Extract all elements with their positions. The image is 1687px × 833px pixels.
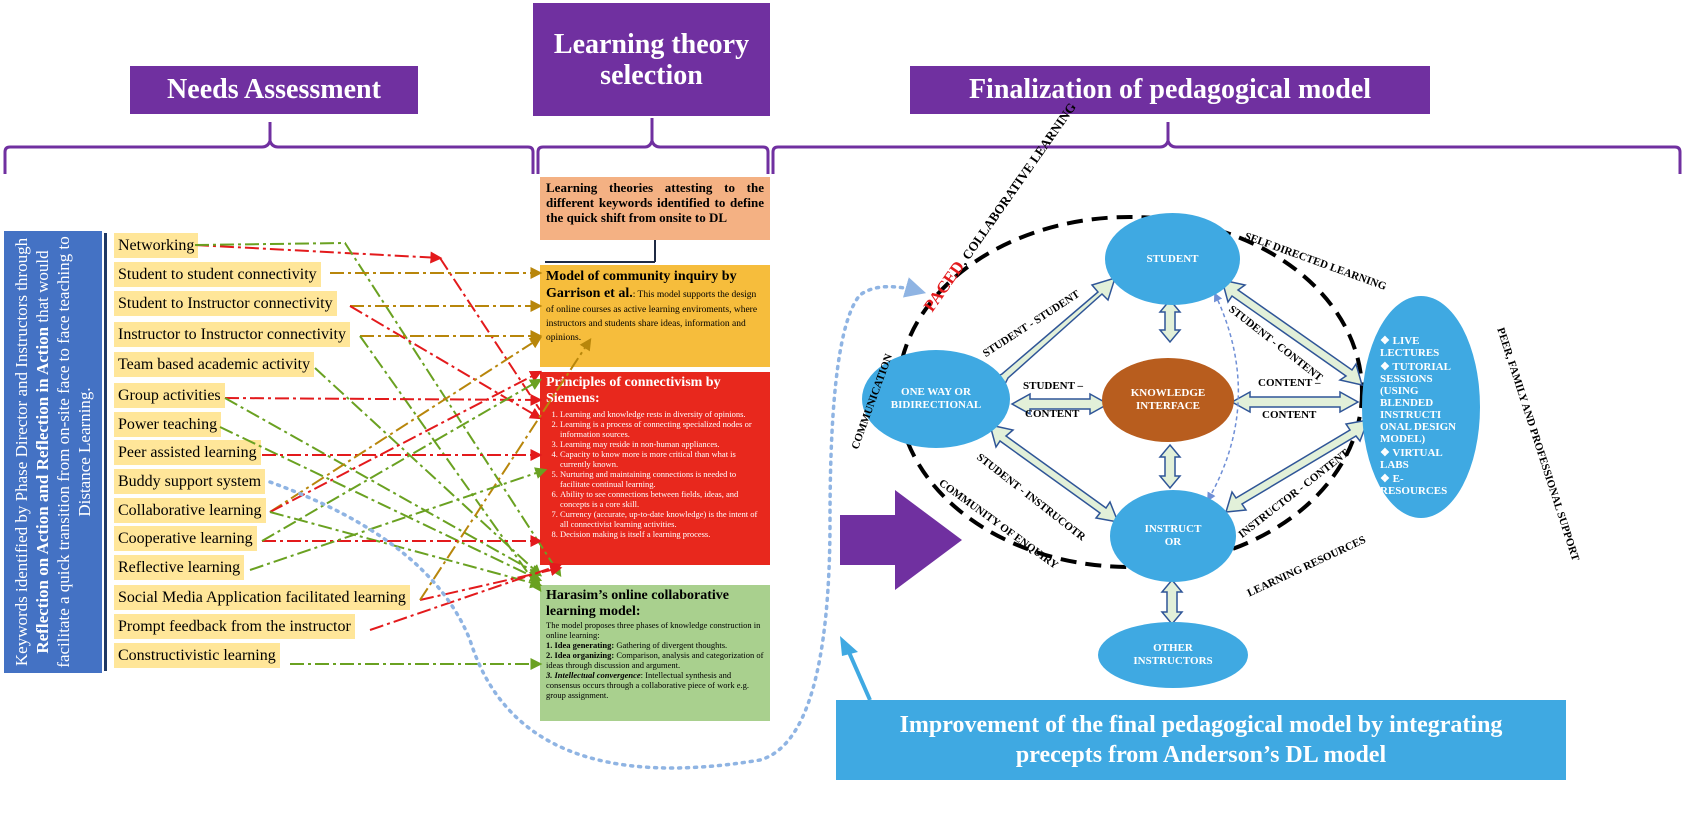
keyword-item: Team based academic activity: [114, 352, 315, 377]
garrison-title: Model of community inquiry by Garrison e…: [546, 269, 737, 301]
keyword-item: Reflective learning: [114, 555, 245, 580]
learning-theories-text: Learning theories attesting to the diffe…: [546, 180, 764, 225]
siemens-title: Principles of connectivism by Siemens:: [546, 375, 721, 406]
resource-item-label: E-RESOURCES: [1380, 473, 1448, 497]
siemens-principle: Learning may reside in non-human applian…: [560, 439, 764, 449]
keyword-item: Collaborative learning: [114, 498, 266, 523]
resource-item: ❖ VIRTUAL LABS: [1380, 447, 1470, 471]
harasim-p2-label: 2. Idea organizing:: [546, 650, 615, 660]
resource-item-label: VIRTUAL LABS: [1380, 447, 1443, 471]
harasim-intro: The model proposes three phases of knowl…: [546, 620, 761, 640]
keyword-item: Social Media Application facilitated lea…: [114, 585, 410, 610]
resource-item: ❖ TUTORIAL SESSIONS (USING BLENDED INSTR…: [1380, 361, 1470, 445]
content-content-b: CONTENT: [1262, 409, 1317, 421]
siemens-principle: Ability to see connections between field…: [560, 489, 764, 509]
keyword-item: Student to Instructor connectivity: [114, 291, 337, 316]
student-content-left-a: STUDENT –: [1023, 380, 1084, 392]
harasim-p2-text: Comparison, analysis and categorization …: [546, 650, 764, 670]
content-content-a: CONTENT –: [1258, 377, 1321, 389]
finalization-header: Finalization of pedagogical model: [910, 66, 1430, 114]
keyword-item: Student to student connectivity: [114, 262, 321, 287]
siemens-list: Learning and knowledge rests in diversit…: [546, 409, 764, 539]
keyword-item: Constructivistic learning: [114, 643, 280, 668]
siemens-principle: Decision making is itself a learning pro…: [560, 529, 764, 539]
harasim-p3-label: 3. Intellectual convergence: [546, 670, 641, 680]
learning-theories-box: Learning theories attesting to the diffe…: [540, 177, 770, 240]
diamond-bullet-icon: ❖: [1380, 335, 1393, 347]
harasim-title: Harasim’s online collaborative learning …: [546, 588, 730, 619]
instructor-label-b: OR: [1164, 536, 1182, 548]
learning-theory-header: Learning theory selection: [533, 3, 770, 116]
knowledge-interface-node: KNOWLEDGE INTERFACE: [1102, 358, 1234, 442]
instructor-node: INSTRUCT OR: [1110, 490, 1236, 582]
one-way-node: ONE WAY OR BIDIRECTIONAL: [862, 350, 1010, 448]
siemens-principle: Currency (accurate, up-to-date knowledge…: [560, 509, 764, 529]
siemens-principle: Capacity to know more is more critical t…: [560, 449, 764, 469]
keyword-item: Group activities: [114, 383, 225, 408]
keyword-item: Power teaching: [114, 412, 222, 437]
siemens-principle: Learning is a process of connecting spec…: [560, 419, 764, 439]
needs-assessment-header: Needs Assessment: [130, 66, 418, 114]
siemens-principle: Learning and knowledge rests in diversit…: [560, 409, 764, 419]
siemens-principle: Nurturing and maintaining connections is…: [560, 469, 764, 489]
student-content-left-b: CONTENT: [1025, 408, 1080, 420]
instructor-label-a: INSTRUCT: [1144, 523, 1202, 535]
resource-item: ❖ E-RESOURCES: [1380, 473, 1470, 497]
diamond-bullet-icon: ❖: [1380, 447, 1393, 459]
harasim-p1-label: 1. Idea generating:: [546, 640, 615, 650]
other-instructors-node: OTHER INSTRUCTORS: [1098, 622, 1248, 688]
resources-list: ❖ LIVE LECTURES❖ TUTORIAL SESSIONS (USIN…: [1380, 335, 1470, 499]
keywords-vertical-label: Keywords identified by Phase Director an…: [4, 231, 102, 673]
diamond-bullet-icon: ❖: [1380, 361, 1393, 373]
keyword-item: Instructor to Instructor connectivity: [114, 322, 350, 347]
resources-node: ❖ LIVE LECTURES❖ TUTORIAL SESSIONS (USIN…: [1362, 296, 1480, 518]
garrison-body: : This model supports the design of onli…: [546, 290, 758, 343]
big-arrow-icon: [840, 490, 962, 590]
resource-item-label: TUTORIAL SESSIONS (USING BLENDED INSTRUC…: [1380, 361, 1457, 445]
siemens-box: Principles of connectivism by Siemens: L…: [540, 372, 770, 565]
keywords-bracket: [104, 233, 107, 671]
harasim-p1-text: Gathering of divergent thoughts.: [614, 640, 728, 650]
keyword-item: Cooperative learning: [114, 526, 257, 551]
improvement-box: Improvement of the final pedagogical mod…: [836, 700, 1566, 780]
keyword-item: Buddy support system: [114, 469, 266, 494]
diamond-bullet-icon: ❖: [1380, 473, 1393, 485]
harasim-box: Harasim’s online collaborative learning …: [540, 585, 770, 721]
keyword-item: Peer assisted learning: [114, 440, 261, 465]
improvement-text: Improvement of the final pedagogical mod…: [899, 712, 1503, 768]
harasim-p3-text: : Intellectual synthesis and consensus o…: [546, 670, 749, 700]
keyword-item: Networking: [114, 233, 199, 258]
keyword-item: Prompt feedback from the instructor: [114, 614, 355, 639]
garrison-box: Model of community inquiry by Garrison e…: [540, 265, 770, 367]
resource-item: ❖ LIVE LECTURES: [1380, 335, 1470, 359]
student-node: STUDENT: [1105, 213, 1240, 305]
resource-item-label: LIVE LECTURES: [1380, 335, 1440, 359]
